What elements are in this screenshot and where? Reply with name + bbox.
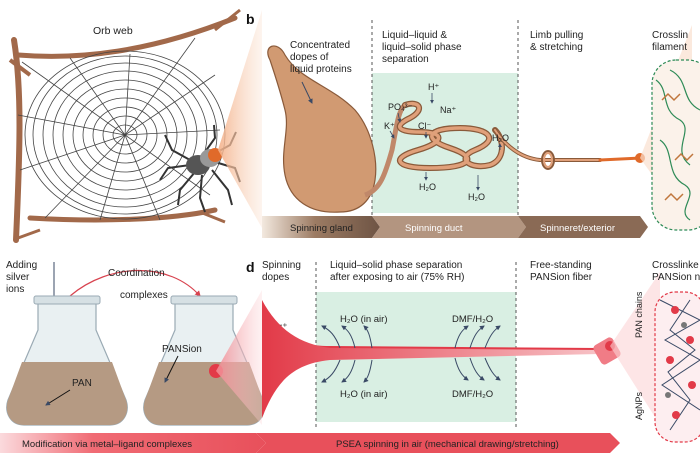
ion-labels: H⁺ PO₄³⁻ Na⁺ K⁺ Cl⁻ H₂O H₂O H₂O	[384, 82, 509, 202]
pulling-label: Limb pulling & stretching	[530, 30, 586, 53]
bottom-bar-psea	[256, 433, 620, 453]
zoom-spotlight-bottom	[216, 290, 262, 425]
complexes-label: complexes	[120, 290, 168, 301]
pan-chains-label: PAN chains	[634, 291, 644, 338]
ion-h2o-right: H₂O	[492, 133, 509, 143]
pansion-label: PANSion	[162, 344, 202, 355]
ion-na: Na⁺	[440, 105, 457, 115]
water-label-bottom: H₂O (in air)	[340, 389, 388, 400]
panel-letter-d: d	[246, 259, 255, 275]
phase-separation-label: Liquid–liquid & liquid–solid phase separ…	[382, 30, 464, 65]
ion-h2o-bottom-left: H₂O	[419, 182, 436, 192]
ion-po4: PO₄³⁻	[388, 102, 413, 112]
spinneret-ring-icon	[541, 150, 555, 170]
spinning-funnel	[262, 300, 600, 418]
dopes-pointer-arrow	[301, 81, 313, 104]
bar-label-psea: PSEA spinning in air (mechanical drawing…	[336, 439, 559, 450]
dmf-label-bottom: DMF/H₂O	[452, 389, 493, 400]
crosslinked-network-label: Crosslinke PANSion n	[652, 260, 700, 283]
orb-web-illustration	[8, 8, 241, 243]
pansion-pointer	[164, 355, 179, 383]
pan-label: PAN	[72, 378, 92, 389]
orb-web-label: Orb web	[93, 25, 133, 37]
stage-bar-spinneret	[518, 216, 648, 238]
bar-label-modification: Modification via metal–ligand complexes	[22, 439, 192, 450]
water-label-top: H₂O (in air)	[340, 314, 388, 325]
crosslinked-network-box	[654, 291, 700, 443]
ion-cl: Cl⁻	[418, 121, 431, 131]
air-separation-label: Liquid–solid phase separation after expo…	[330, 260, 465, 283]
dmf-label-top: DMF/H₂O	[452, 314, 493, 325]
spinning-dopes-label: Spinning dopes	[262, 260, 304, 283]
solvent-arrows	[321, 325, 501, 383]
stage-label-spinneret: Spinneret/exterior	[540, 223, 615, 234]
panel-letter-b: b	[246, 11, 255, 27]
free-standing-label: Free-standing PANSion fiber	[530, 260, 594, 283]
pan-pointer	[45, 389, 71, 406]
ion-h2o-bottom-right: H₂O	[468, 192, 485, 202]
zoom-spotlight-top	[218, 10, 262, 228]
ion-k: K⁺	[384, 121, 395, 131]
coordination-label: Coordination	[108, 268, 165, 279]
dopes-label: Concentrated dopes of liquid proteins	[290, 40, 353, 75]
stage-label-duct: Spinning duct	[405, 223, 463, 234]
stage-bar-gland	[262, 216, 380, 238]
stage-bar-duct	[372, 216, 526, 238]
spinning-gland-shape	[267, 45, 407, 213]
crosslinked-filament-label: Crosslin filament	[652, 30, 691, 53]
bottom-bar-modification	[0, 433, 266, 453]
ion-h: H⁺	[428, 82, 439, 92]
stage-label-gland: Spinning gland	[290, 223, 353, 234]
agnps-label: AgNPs	[634, 391, 644, 420]
zoom-spotlight-d	[610, 272, 660, 425]
crosslinked-filament-box	[651, 59, 700, 231]
spinning-duct-fiber	[396, 100, 642, 172]
flask-pan	[6, 295, 128, 426]
coordination-arrow	[69, 270, 201, 297]
ion-arrows	[389, 93, 502, 191]
adding-silver-label: Adding silver ions	[6, 260, 40, 295]
